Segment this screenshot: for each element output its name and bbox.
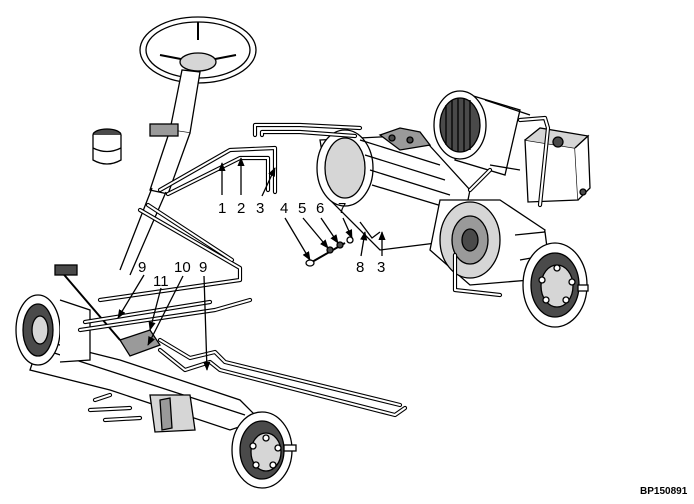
callout-10: 10 <box>174 259 191 276</box>
leader-lines <box>117 157 386 371</box>
callout-11: 11 <box>153 273 169 290</box>
bolt-and-washers <box>305 221 381 267</box>
callout-9-left: 9 <box>138 259 146 276</box>
hydraulic-lines <box>77 115 551 423</box>
rear-wheel-hub <box>522 242 589 328</box>
callout-1: 1 <box>218 200 226 217</box>
callout-4: 4 <box>280 200 288 217</box>
control-box <box>524 127 591 203</box>
callout-7: 7 <box>338 200 346 217</box>
callout-5: 5 <box>298 200 306 217</box>
motor <box>433 90 531 176</box>
oil-reservoir <box>92 128 122 165</box>
callout-2: 2 <box>237 200 245 217</box>
callout-9-right: 9 <box>199 259 207 276</box>
steering-column <box>119 69 201 276</box>
callout-8: 8 <box>356 259 364 276</box>
steering-cylinder <box>54 264 161 357</box>
left-wheel-hub <box>15 294 91 366</box>
transmission <box>316 127 471 251</box>
right-wheel-hub <box>231 411 297 489</box>
figure-code: BP150891 <box>640 486 688 497</box>
callout-3-upper: 3 <box>256 200 264 217</box>
callout-6: 6 <box>316 200 324 217</box>
steering-wheel <box>139 16 257 84</box>
callout-3-lower: 3 <box>377 259 385 276</box>
